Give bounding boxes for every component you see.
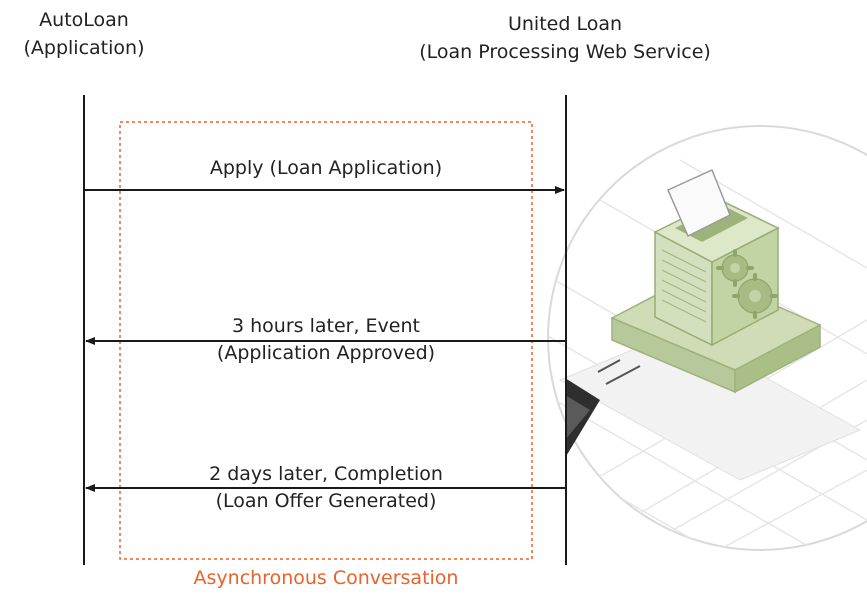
client-role: (Application): [23, 37, 145, 59]
message-label-offer: 2 days later, Completion (Loan Offer Gen…: [120, 461, 532, 515]
client-name: AutoLoan: [39, 9, 129, 31]
client-participant-label: AutoLoan (Application): [4, 6, 164, 62]
message-approved-line-1: 3 hours later, Event: [232, 315, 420, 337]
service-name: United Loan: [507, 13, 623, 35]
message-offer-line-2: (Loan Offer Generated): [215, 490, 437, 512]
service-role: (Loan Processing Web Service): [419, 41, 711, 63]
message-label-approved: 3 hours later, Event (Application Approv…: [120, 313, 532, 367]
service-participant-label: United Loan (Loan Processing Web Service…: [360, 10, 770, 66]
conversation-label: Asynchronous Conversation: [193, 567, 459, 589]
service-illustration: [547, 125, 867, 551]
envelope-icon: [565, 378, 600, 458]
message-label-apply: Apply (Loan Application): [120, 155, 532, 182]
document-icon: [667, 168, 731, 238]
message-approved-line-2: (Application Approved): [216, 342, 436, 364]
message-apply-line-1: Apply (Loan Application): [209, 157, 443, 179]
message-offer-line-1: 2 days later, Completion: [209, 463, 443, 485]
server-with-gears-icon: [610, 199, 822, 394]
